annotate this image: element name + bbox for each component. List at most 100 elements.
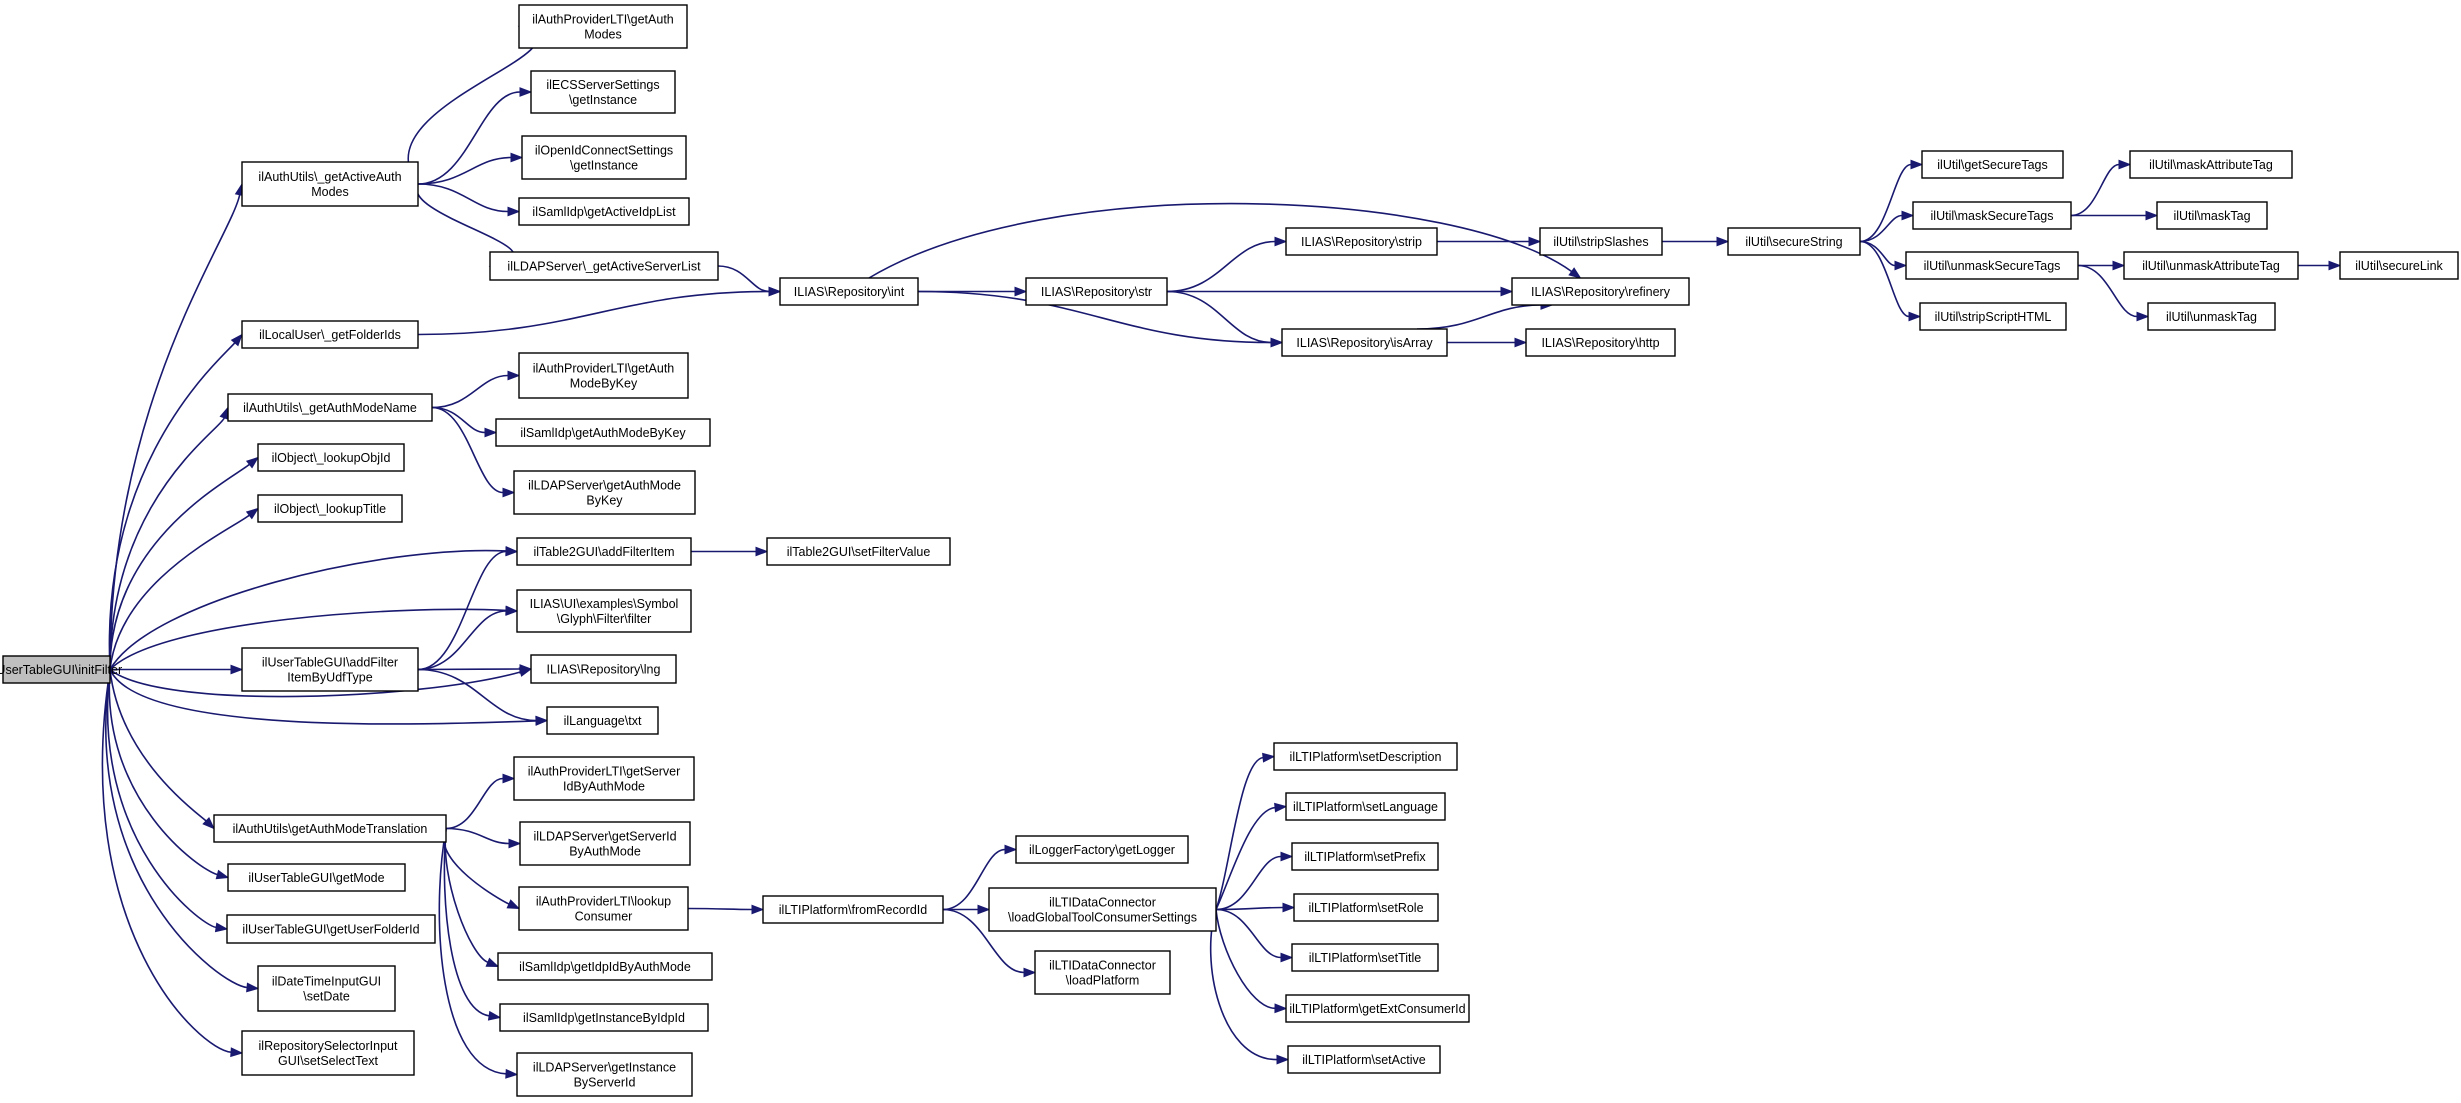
- call-edge: [438, 828, 507, 1075]
- node-util-mask-secure-tags[interactable]: ilUtil\maskSecureTags: [1912, 201, 2072, 230]
- call-edge: [105, 669, 248, 989]
- node-label: ilLTIDataConnector: [1049, 959, 1156, 973]
- node-repo-sel-set-select-text[interactable]: ilRepositorySelectorInputGUI\setSelectTe…: [241, 1030, 415, 1076]
- node-util-unmask-tag[interactable]: ilUtil\unmaskTag: [2147, 302, 2276, 331]
- node-oidc-get-instance[interactable]: ilOpenIdConnectSettings\getInstance: [521, 135, 687, 180]
- node-root[interactable]: ilUserTableGUI\initFilter: [0, 655, 122, 684]
- node-ldap-get-active-server-list[interactable]: ilLDAPServer\_getActiveServerList: [489, 251, 719, 281]
- node-ecs-get-instance[interactable]: ilECSServerSettings\getInstance: [530, 70, 676, 114]
- node-saml-get-idp-id-by-auth-mode[interactable]: ilSamlIdp\getIdpIdByAuthMode: [497, 952, 713, 981]
- call-edge: [868, 202, 1573, 279]
- call-edge: [108, 342, 236, 670]
- node-util-unmask-secure-tags[interactable]: ilUtil\unmaskSecureTags: [1905, 251, 2079, 280]
- node-lookup-obj-id[interactable]: ilObject\_lookupObjId: [257, 443, 405, 472]
- edge-arrowhead: [1901, 210, 1915, 221]
- call-edge: [942, 908, 1025, 974]
- node-util-mask-tag[interactable]: ilUtil\maskTag: [2156, 201, 2268, 230]
- node-load-global-tool-consumer-settings[interactable]: ilLTIDataConnector\loadGlobalToolConsume…: [988, 887, 1217, 932]
- node-set-title[interactable]: ilLTIPlatform\setTitle: [1291, 943, 1439, 972]
- node-box: [516, 589, 692, 633]
- node-symbol-filter[interactable]: ILIAS\UI\examples\Symbol\Glyph\Filter\fi…: [516, 589, 692, 633]
- edge-arrowhead: [1270, 337, 1284, 348]
- node-set-filter-value[interactable]: ilTable2GUI\setFilterValue: [766, 537, 951, 566]
- node-lti-from-record-id[interactable]: ilLTIPlatform\fromRecordId: [762, 895, 944, 924]
- call-edge: [431, 406, 504, 494]
- call-edge: [109, 514, 250, 670]
- node-add-filter-item[interactable]: ilTable2GUI\addFilterItem: [516, 537, 692, 566]
- call-edge: [1215, 756, 1264, 910]
- node-lookup-title[interactable]: ilObject\_lookupTitle: [257, 494, 403, 523]
- node-label: \loadGlobalToolConsumerSettings: [1008, 911, 1197, 925]
- node-box: [495, 418, 711, 447]
- edge-arrowhead: [505, 1068, 519, 1079]
- edge-arrowhead: [2145, 210, 2159, 221]
- node-get-user-folder-id[interactable]: ilUserTableGUI\getUserFolderId: [226, 914, 436, 944]
- node-get-mode[interactable]: ilUserTableGUI\getMode: [227, 863, 406, 892]
- node-label: ilLTIPlatform\setDescription: [1290, 750, 1442, 764]
- node-set-prefix[interactable]: ilLTIPlatform\setPrefix: [1291, 842, 1439, 871]
- node-label: ilOpenIdConnectSettings: [535, 144, 673, 158]
- call-edges: [101, 25, 2342, 1079]
- call-edge: [2077, 264, 2138, 318]
- edge-arrowhead: [245, 507, 260, 520]
- node-set-active[interactable]: ilLTIPlatform\setActive: [1287, 1045, 1441, 1074]
- call-edge: [445, 777, 504, 830]
- node-load-platform[interactable]: ilLTIDataConnector\loadPlatform: [1034, 950, 1171, 995]
- node-saml-get-instance-by-idp-id[interactable]: ilSamlIdp\getInstanceByIdpId: [499, 1003, 709, 1032]
- edge-arrowhead: [1014, 286, 1028, 297]
- node-lang-txt[interactable]: ilLanguage\txt: [546, 706, 659, 735]
- call-edge: [109, 668, 521, 698]
- edge-arrowhead: [510, 152, 524, 163]
- node-get-auth-mode-translation[interactable]: ilAuthUtils\getAuthModeTranslation: [213, 814, 447, 843]
- node-label: Consumer: [575, 910, 633, 924]
- node-saml-get-auth-mode-by-key[interactable]: ilSamlIdp\getAuthModeByKey: [495, 418, 711, 447]
- node-util-strip-script-html[interactable]: ilUtil\stripScriptHTML: [1919, 302, 2067, 331]
- node-util-get-secure-tags[interactable]: ilUtil\getSecureTags: [1921, 150, 2064, 179]
- node-repo-is-array[interactable]: ILIAS\Repository\isArray: [1281, 328, 1448, 357]
- node-util-strip-slashes[interactable]: ilUtil\stripSlashes: [1539, 227, 1663, 256]
- node-lti-get-auth-mode-by-key[interactable]: ilAuthProviderLTI\getAuthModeByKey: [518, 352, 689, 399]
- call-edge: [109, 463, 250, 670]
- node-get-ext-consumer-id[interactable]: ilLTIPlatform\getExtConsumerId: [1285, 994, 1470, 1023]
- node-saml-get-active-idp-list[interactable]: ilSamlIdp\getActiveIdpList: [518, 197, 690, 226]
- node-logger-get-logger[interactable]: ilLoggerFactory\getLogger: [1015, 835, 1189, 864]
- node-set-description[interactable]: ilLTIPlatform\setDescription: [1273, 742, 1458, 771]
- call-edge: [1215, 906, 1284, 911]
- node-repo-refinery[interactable]: ILIAS\Repository\refinery: [1511, 277, 1690, 306]
- node-util-mask-attribute-tag[interactable]: ilUtil\maskAttributeTag: [2129, 150, 2293, 179]
- node-set-role[interactable]: ilLTIPlatform\setRole: [1293, 893, 1439, 922]
- node-ldap-get-auth-mode-by-key[interactable]: ilLDAPServer\getAuthModeByKey: [513, 470, 696, 515]
- node-box: [530, 654, 677, 684]
- call-edge: [717, 265, 770, 293]
- node-repo-int[interactable]: ILIAS\Repository\int: [779, 277, 919, 306]
- node-repo-strip[interactable]: ILIAS\Repository\strip: [1285, 227, 1438, 256]
- node-repo-http[interactable]: ILIAS\Repository\http: [1525, 328, 1676, 357]
- call-edge: [1215, 909, 1276, 1010]
- node-label: ilUtil\secureLink: [2355, 259, 2443, 273]
- node-date-set-date[interactable]: ilDateTimeInputGUI\setDate: [257, 965, 396, 1012]
- node-repo-lng[interactable]: ILIAS\Repository\lng: [530, 654, 677, 684]
- node-box: [1285, 227, 1438, 256]
- edge-arrowhead: [519, 664, 533, 674]
- call-edge: [417, 668, 537, 722]
- node-util-secure-string[interactable]: ilUtil\secureString: [1727, 227, 1861, 256]
- call-edge: [417, 610, 507, 671]
- node-set-language[interactable]: ilLTIPlatform\setLanguage: [1285, 792, 1446, 821]
- call-edge: [417, 290, 770, 336]
- node-repo-str[interactable]: ILIAS\Repository\str: [1025, 277, 1168, 306]
- node-get-auth-mode-name[interactable]: ilAuthUtils\_getAuthModeName: [227, 393, 433, 422]
- node-label: ILIAS\Repository\strip: [1301, 235, 1422, 249]
- edge-arrowhead: [751, 904, 765, 915]
- node-local-user-get-folder-ids[interactable]: ilLocalUser\_getFolderIds: [241, 320, 419, 349]
- call-edge: [106, 669, 217, 929]
- node-box: [546, 706, 659, 735]
- node-util-unmask-attribute-tag[interactable]: ilUtil\unmaskAttributeTag: [2123, 251, 2299, 280]
- node-util-secure-link[interactable]: ilUtil\secureLink: [2339, 251, 2459, 280]
